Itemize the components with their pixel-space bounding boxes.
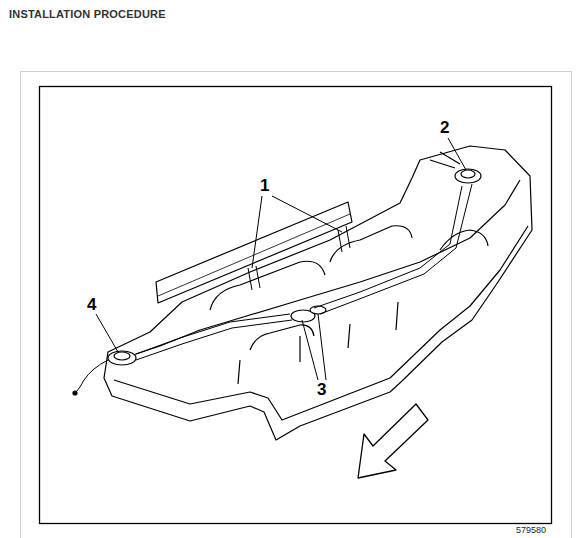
leader-lines — [96, 138, 466, 380]
callout-number: 2 — [440, 119, 449, 136]
figure-number: 579580 — [516, 526, 546, 535]
callout-number: 3 — [317, 381, 326, 398]
callout-number: 4 — [87, 296, 96, 313]
direction-arrow — [358, 404, 428, 478]
tank-body — [104, 146, 532, 440]
figure-border — [40, 87, 552, 524]
fuel-tank — [73, 146, 532, 440]
callout-number: 1 — [260, 177, 269, 194]
figure-frame — [21, 72, 572, 538]
section-title: INSTALLATION PROCEDURE — [9, 8, 166, 20]
